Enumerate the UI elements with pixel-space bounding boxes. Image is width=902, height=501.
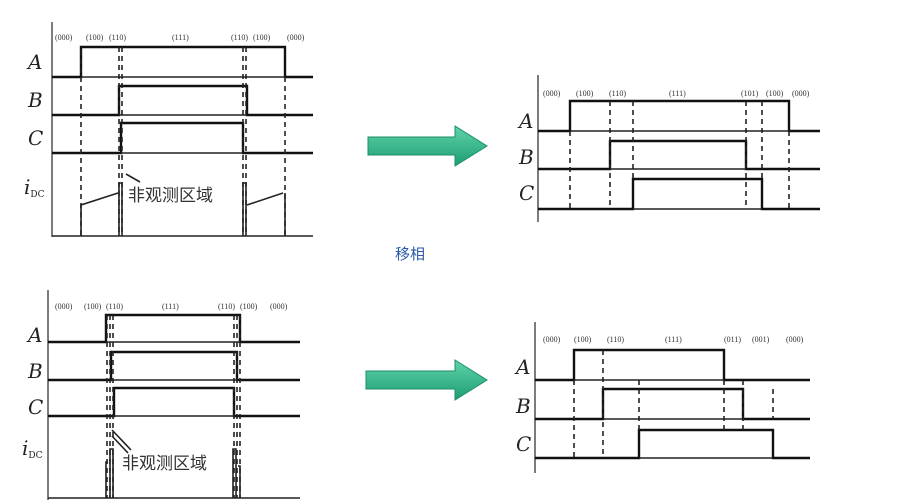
waveform-idc — [80, 182, 286, 236]
state-label: (110) — [109, 33, 126, 42]
arrow-right-icon — [365, 359, 488, 401]
panel-bottom-right: A B C (000) (100) (110) (111) (011) (001… — [514, 322, 810, 473]
signal-label-a: A — [26, 323, 42, 347]
waveform-c — [538, 177, 820, 211]
signal-label-a: A — [514, 355, 530, 379]
state-label: (110) — [609, 89, 626, 98]
signal-label-c: C — [516, 432, 531, 456]
waveform-a — [48, 313, 300, 344]
state-label: (001) — [752, 335, 770, 344]
waveform-c — [535, 428, 810, 460]
phase-shift-caption: 移相 — [395, 245, 425, 263]
signal-label-a: A — [26, 50, 42, 74]
state-label: (110) — [218, 302, 235, 311]
state-label: (000) — [543, 89, 561, 98]
signal-label-b: B — [518, 145, 534, 169]
signal-label-b: B — [27, 88, 43, 112]
waveform-a — [535, 348, 810, 382]
waveform-a — [538, 99, 820, 133]
state-label: (100) — [576, 89, 594, 98]
signal-label-c: C — [28, 126, 43, 150]
annotation-leader — [125, 173, 141, 183]
signal-label-a: A — [517, 109, 533, 133]
panel-top-right: A B C (000) (100) (110) (111) (101) (100… — [517, 75, 820, 222]
annotation-leader — [111, 429, 132, 454]
state-label: (100) — [574, 335, 592, 344]
state-label: (110) — [607, 335, 624, 344]
waveform-c — [52, 121, 313, 155]
state-label: (100) — [253, 33, 271, 42]
state-label: (101) — [741, 89, 759, 98]
state-label: (100) — [766, 89, 784, 98]
state-label: (000) — [543, 335, 561, 344]
state-label: (011) — [724, 335, 741, 344]
dashed-guides — [573, 350, 774, 458]
state-label: (110) — [106, 302, 123, 311]
state-label: (100) — [86, 33, 104, 42]
panel-bottom-left: A B C iDC (000) (100) (110) (111) (110) … — [22, 290, 300, 500]
dashed-guides — [569, 101, 790, 209]
dashed-guides — [106, 315, 241, 498]
panel-top-left: A B C iDC (000) (100) (110) (111) (110) … — [24, 22, 313, 237]
signal-label-b: B — [515, 394, 531, 418]
signal-label-b: B — [27, 359, 43, 383]
signal-label-c: C — [28, 395, 43, 419]
dashed-guides — [80, 47, 286, 236]
state-label: (100) — [84, 302, 102, 311]
state-label: (000) — [786, 335, 804, 344]
signal-label-c: C — [519, 181, 534, 205]
arrow-right-icon — [367, 125, 488, 167]
state-label: (111) — [665, 335, 682, 344]
waveform-idc — [105, 448, 241, 498]
current-label: iDC — [22, 436, 43, 461]
state-label: (111) — [669, 89, 686, 98]
state-label: (000) — [55, 302, 73, 311]
state-label: (110) — [231, 33, 248, 42]
state-label: (100) — [240, 302, 258, 311]
state-label: (111) — [172, 33, 189, 42]
state-label: (000) — [55, 33, 73, 42]
state-label: (111) — [162, 302, 179, 311]
waveform-b — [48, 350, 300, 382]
waveform-b — [538, 139, 820, 171]
state-label: (000) — [792, 89, 810, 98]
waveform-a — [52, 45, 313, 79]
waveform-c — [48, 386, 300, 418]
waveform-b — [535, 387, 810, 421]
state-label: (000) — [270, 302, 288, 311]
current-label: iDC — [24, 175, 45, 200]
non-observable-region-label: 非观测区域 — [128, 186, 213, 206]
state-label: (000) — [287, 33, 305, 42]
waveform-b — [52, 84, 313, 117]
non-observable-region-label: 非观测区域 — [122, 454, 207, 474]
